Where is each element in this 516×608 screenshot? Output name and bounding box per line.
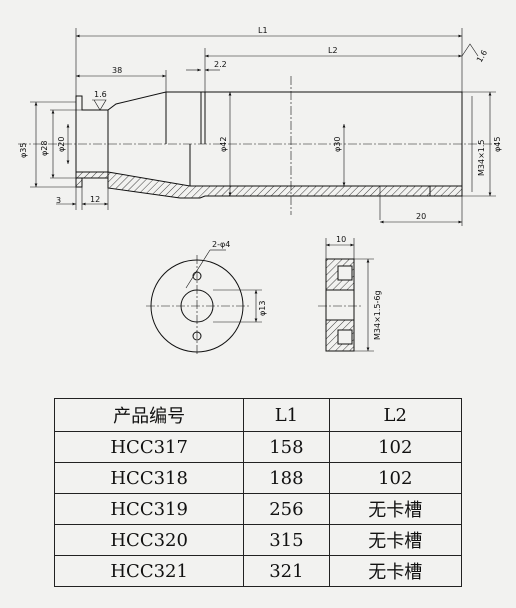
cell-product-code: HCC320 — [53, 524, 245, 556]
roughness-mark-left — [92, 99, 107, 111]
table-row: HCC317 158 102 — [53, 431, 462, 463]
flange-end-view: 2-φ4 φ13 — [146, 240, 267, 356]
table-row: HCC321 321 无卡槽 — [53, 555, 462, 587]
cell-product-code: HCC319 — [53, 493, 245, 525]
section-hatch-2 — [75, 177, 83, 188]
roughness-right-label: 1.6 — [475, 48, 489, 64]
shaft-outline-upper — [75, 91, 463, 197]
nut-slot-bottom — [337, 329, 353, 345]
phi13-label: φ13 — [258, 301, 267, 316]
dim-10-label: 10 — [336, 235, 346, 244]
phi28-label: φ28 — [40, 141, 49, 156]
cell-product-code: HCC321 — [53, 555, 245, 587]
cell-l1: 315 — [243, 524, 330, 556]
table-row: HCC320 315 无卡槽 — [53, 524, 462, 556]
phi20-label: φ20 — [57, 137, 66, 152]
nut-bore — [325, 289, 355, 321]
dim-12-label: 12 — [90, 195, 100, 204]
cell-l2: 无卡槽 — [328, 524, 462, 556]
dim-20-label: 20 — [416, 212, 426, 221]
l1-label: L1 — [258, 26, 268, 35]
section-hatch-1 — [75, 171, 109, 179]
cell-l2: 无卡槽 — [328, 493, 462, 525]
dimensions: L1 L2 1.6 38 2.2 1.6 φ35 φ28 φ20 φ42 — [19, 26, 502, 226]
holes-label: 2-φ4 — [212, 240, 230, 249]
thread-label: M34×1.5 — [477, 139, 486, 176]
table-row: HCC319 256 无卡槽 — [53, 493, 462, 525]
dim-38-label: 38 — [112, 66, 122, 75]
header-product-code: 产品编号 — [53, 398, 245, 432]
table-row: HCC318 188 102 — [53, 462, 462, 494]
cell-l2: 无卡槽 — [328, 555, 462, 587]
holes-leader — [185, 249, 211, 289]
header-l1: L1 — [243, 398, 330, 432]
table-header-row: 产品编号 L1 L2 — [53, 398, 462, 432]
cell-l1: 256 — [243, 493, 330, 525]
l2-label: L2 — [328, 46, 338, 55]
cell-l2: 102 — [328, 431, 462, 463]
phi45-label: φ45 — [493, 137, 502, 152]
header-l2: L2 — [328, 398, 462, 432]
nut-slot-top — [337, 265, 353, 281]
cell-product-code: HCC317 — [53, 431, 245, 463]
phi35-label: φ35 — [19, 143, 28, 158]
dim-3-label: 3 — [56, 196, 61, 205]
cell-l1: 321 — [243, 555, 330, 587]
phi42-label: φ42 — [219, 137, 228, 152]
roughness-left-label: 1.6 — [94, 90, 107, 99]
cell-l1: 188 — [243, 462, 330, 494]
cell-product-code: HCC318 — [53, 462, 245, 494]
phi30-label: φ30 — [333, 137, 342, 152]
cell-l1: 158 — [243, 431, 330, 463]
roughness-mark-right — [461, 43, 479, 57]
section-hatch-3 — [107, 171, 463, 199]
cell-l2: 102 — [328, 462, 462, 494]
nut-section-view: 10 M34×1.5-6g — [318, 235, 382, 352]
spec-table: 产品编号 L1 L2 HCC317 158 102 HCC318 188 102… — [53, 398, 462, 587]
nut-thread-label: M34×1.5-6g — [373, 290, 382, 340]
dim-2-2-label: 2.2 — [214, 60, 227, 69]
shaft-view — [18, 76, 500, 220]
